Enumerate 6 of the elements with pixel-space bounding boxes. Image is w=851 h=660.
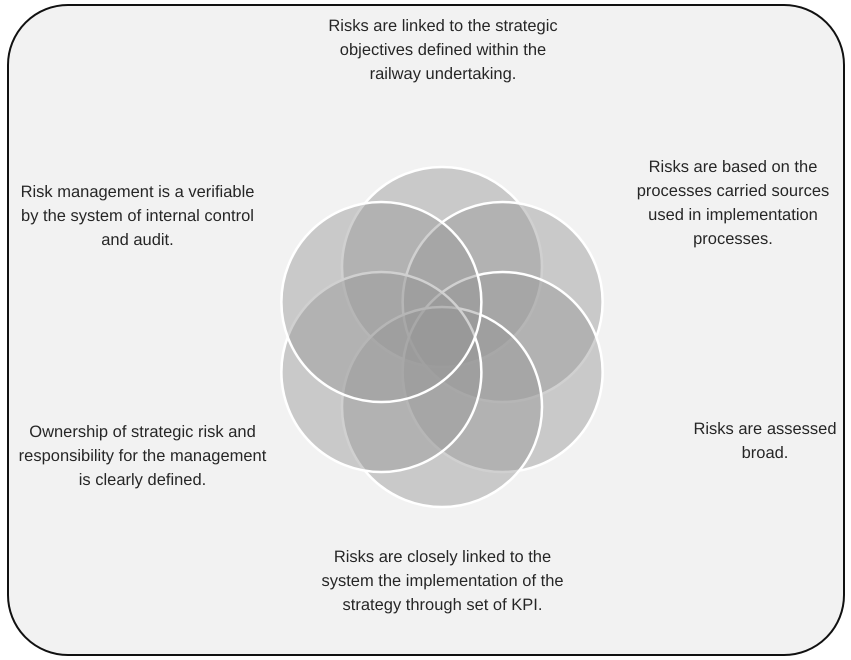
statement-text: Risks are closely linked to the system the implementation of the strategy through set of KPI. bbox=[320, 547, 565, 616]
statement-text: Risk management is a verifiable by the system of internal control and audit. bbox=[20, 182, 256, 251]
statement-text: Risks are based on the processes carried sources used in implementation processes. bbox=[636, 157, 830, 250]
statement-text: Risks are assessed broad. bbox=[692, 419, 838, 464]
statement-text: Ownership of strategic risk and responsibility for the management is clearly defined. bbox=[18, 422, 268, 491]
statement-text: Risks are linked to the strategic objectives defined within the railway undertaking. bbox=[327, 16, 559, 85]
